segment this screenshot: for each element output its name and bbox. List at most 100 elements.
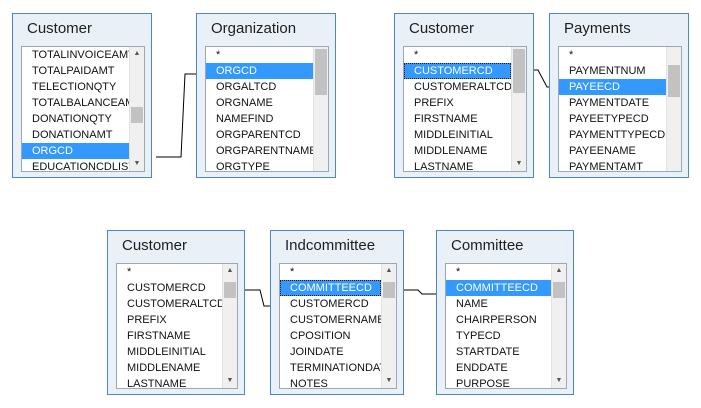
column-item[interactable]: PAYEECD	[559, 79, 666, 95]
column-item[interactable]: ORGPARENTNAME	[216, 145, 313, 157]
column-item[interactable]: LASTNAME	[127, 378, 187, 388]
column-item[interactable]: PAYMENTNUM	[569, 65, 646, 77]
table-indcommittee[interactable]: Indcommittee * COMMITTEECD CUSTOMERCD CU…	[270, 230, 404, 395]
scroll-thumb[interactable]	[224, 282, 236, 298]
column-item[interactable]: TOTALINVOICEAMT	[32, 49, 129, 61]
scroll-thumb[interactable]	[553, 282, 565, 298]
column-item[interactable]: PAYMENTDATE	[569, 97, 650, 109]
column-item[interactable]: ORGPARENTCD	[216, 129, 301, 141]
column-item[interactable]: TOTALPAIDAMT	[32, 65, 115, 77]
column-item[interactable]: NAME	[456, 298, 488, 310]
scrollbar[interactable]	[666, 47, 681, 171]
column-item[interactable]: ORGNAME	[216, 97, 273, 109]
column-item[interactable]: MIDDLENAME	[414, 145, 488, 157]
scrollbar[interactable]: ▲ ▼	[222, 264, 237, 388]
column-item[interactable]: CUSTOMERALTCD	[127, 298, 222, 310]
table-organization[interactable]: Organization * ORGCD ORGALTCD ORGNAME NA…	[196, 13, 336, 178]
column-item[interactable]: *	[290, 266, 295, 278]
scroll-down-icon[interactable]: ▼	[385, 377, 393, 384]
column-item[interactable]: DONATIONQTY	[32, 113, 112, 125]
scroll-thumb[interactable]	[668, 65, 680, 97]
scroll-down-icon[interactable]: ▼	[515, 160, 523, 167]
column-item[interactable]: PAYMENTAMT	[569, 161, 643, 171]
column-item[interactable]: CUSTOMERCD	[127, 282, 206, 294]
column-item[interactable]: PURPOSE	[456, 378, 510, 388]
column-item[interactable]: MIDDLEINITIAL	[127, 346, 206, 358]
column-item[interactable]: CUSTOMERCD	[404, 63, 511, 79]
table-customer[interactable]: Customer TOTALINVOICEAMT TOTALPAIDAMT TE…	[12, 13, 152, 178]
column-item[interactable]: ORGCD	[206, 63, 313, 79]
column-item[interactable]: MIDDLEINITIAL	[414, 129, 493, 141]
column-item[interactable]: FIRSTNAME	[127, 330, 191, 342]
scroll-thumb[interactable]	[383, 282, 395, 298]
column-list[interactable]: * PAYMENTNUM PAYEECD PAYMENTDATE PAYEETY…	[558, 46, 682, 172]
column-item[interactable]: ORGALTCD	[216, 81, 277, 93]
column-item[interactable]: STARTDATE	[456, 346, 520, 358]
scroll-up-icon[interactable]: ▲	[226, 267, 234, 274]
table-title: Customer	[27, 20, 93, 37]
column-item[interactable]: EDUCATIONCDLIST	[32, 161, 129, 171]
scroll-thumb[interactable]	[131, 107, 143, 123]
scrollbar[interactable]: ▼	[511, 47, 526, 171]
column-item[interactable]: *	[127, 266, 132, 278]
column-item[interactable]: *	[414, 49, 419, 61]
column-item[interactable]: LASTNAME	[414, 161, 474, 171]
column-item[interactable]: PAYMENTTYPECD	[569, 129, 666, 141]
table-title: Committee	[451, 237, 524, 254]
scrollbar[interactable]: ▲ ▼	[129, 47, 144, 171]
scroll-thumb[interactable]	[513, 49, 525, 93]
scroll-down-icon[interactable]: ▼	[555, 377, 563, 384]
column-item[interactable]: PREFIX	[127, 314, 167, 326]
column-item[interactable]: CUSTOMERALTCD	[414, 81, 511, 93]
scroll-thumb[interactable]	[315, 49, 327, 95]
scroll-up-icon[interactable]: ▲	[385, 267, 393, 274]
column-item[interactable]: ENDDATE	[456, 362, 508, 374]
column-item[interactable]: TERMINATIONDATE	[290, 362, 381, 374]
column-item[interactable]: PAYEENAME	[569, 145, 636, 157]
scrollbar[interactable]	[313, 47, 328, 171]
scroll-up-icon[interactable]: ▲	[133, 50, 141, 57]
column-item[interactable]: PAYEETYPECD	[569, 113, 649, 125]
column-item[interactable]: *	[216, 49, 221, 61]
column-item[interactable]: CUSTOMERCD	[290, 298, 369, 310]
column-item[interactable]: JOINDATE	[290, 346, 344, 358]
table-title: Payments	[564, 20, 631, 37]
column-list[interactable]: * COMMITTEECD CUSTOMERCD CUSTOMERNAME CP…	[279, 263, 397, 389]
table-title: Customer	[122, 237, 188, 254]
table-payments[interactable]: Payments * PAYMENTNUM PAYEECD PAYMENTDAT…	[549, 13, 689, 178]
column-item[interactable]: NOTES	[290, 378, 328, 388]
column-item[interactable]: CUSTOMERNAME	[290, 314, 381, 326]
scrollbar[interactable]: ▲ ▼	[551, 264, 566, 388]
table-title: Customer	[409, 20, 475, 37]
column-item[interactable]: CPOSITION	[290, 330, 351, 342]
column-item[interactable]: ORGCD	[22, 143, 129, 159]
column-item[interactable]: TOTALBALANCEAMT	[32, 97, 129, 109]
column-item[interactable]: FIRSTNAME	[414, 113, 478, 125]
scroll-up-icon[interactable]: ▲	[555, 267, 563, 274]
column-item[interactable]: COMMITTEECD	[280, 280, 381, 296]
column-item[interactable]: DONATIONAMT	[32, 129, 113, 141]
column-item[interactable]: TELECTIONQTY	[32, 81, 117, 93]
table-title: Organization	[211, 20, 297, 37]
scrollbar[interactable]: ▲ ▼	[381, 264, 396, 388]
table-customer[interactable]: Customer * CUSTOMERCD CUSTOMERALTCD PREF…	[107, 230, 245, 395]
scroll-down-icon[interactable]: ▼	[133, 160, 141, 167]
column-item[interactable]: MIDDLENAME	[127, 362, 201, 374]
column-item[interactable]: *	[569, 49, 574, 61]
column-list[interactable]: * CUSTOMERCD CUSTOMERALTCD PREFIX FIRSTN…	[116, 263, 238, 389]
column-list[interactable]: * ORGCD ORGALTCD ORGNAME NAMEFIND ORGPAR…	[205, 46, 329, 172]
column-item[interactable]: *	[456, 266, 461, 278]
column-item[interactable]: CHAIRPERSON	[456, 314, 537, 326]
scroll-down-icon[interactable]: ▼	[226, 377, 234, 384]
column-list[interactable]: TOTALINVOICEAMT TOTALPAIDAMT TELECTIONQT…	[21, 46, 145, 172]
column-list[interactable]: * CUSTOMERCD CUSTOMERALTCD PREFIX FIRSTN…	[403, 46, 527, 172]
column-item[interactable]: PREFIX	[414, 97, 454, 109]
column-list[interactable]: * COMMITTEECD NAME CHAIRPERSON TYPECD ST…	[445, 263, 567, 389]
table-customer[interactable]: Customer * CUSTOMERCD CUSTOMERALTCD PREF…	[394, 13, 534, 178]
table-committee[interactable]: Committee * COMMITTEECD NAME CHAIRPERSON…	[436, 230, 574, 395]
column-item[interactable]: COMMITTEECD	[446, 280, 551, 296]
column-item[interactable]: TYPECD	[456, 330, 501, 342]
column-item[interactable]: NAMEFIND	[216, 113, 274, 125]
table-title: Indcommittee	[285, 237, 376, 254]
column-item[interactable]: ORGTYPE	[216, 161, 270, 171]
